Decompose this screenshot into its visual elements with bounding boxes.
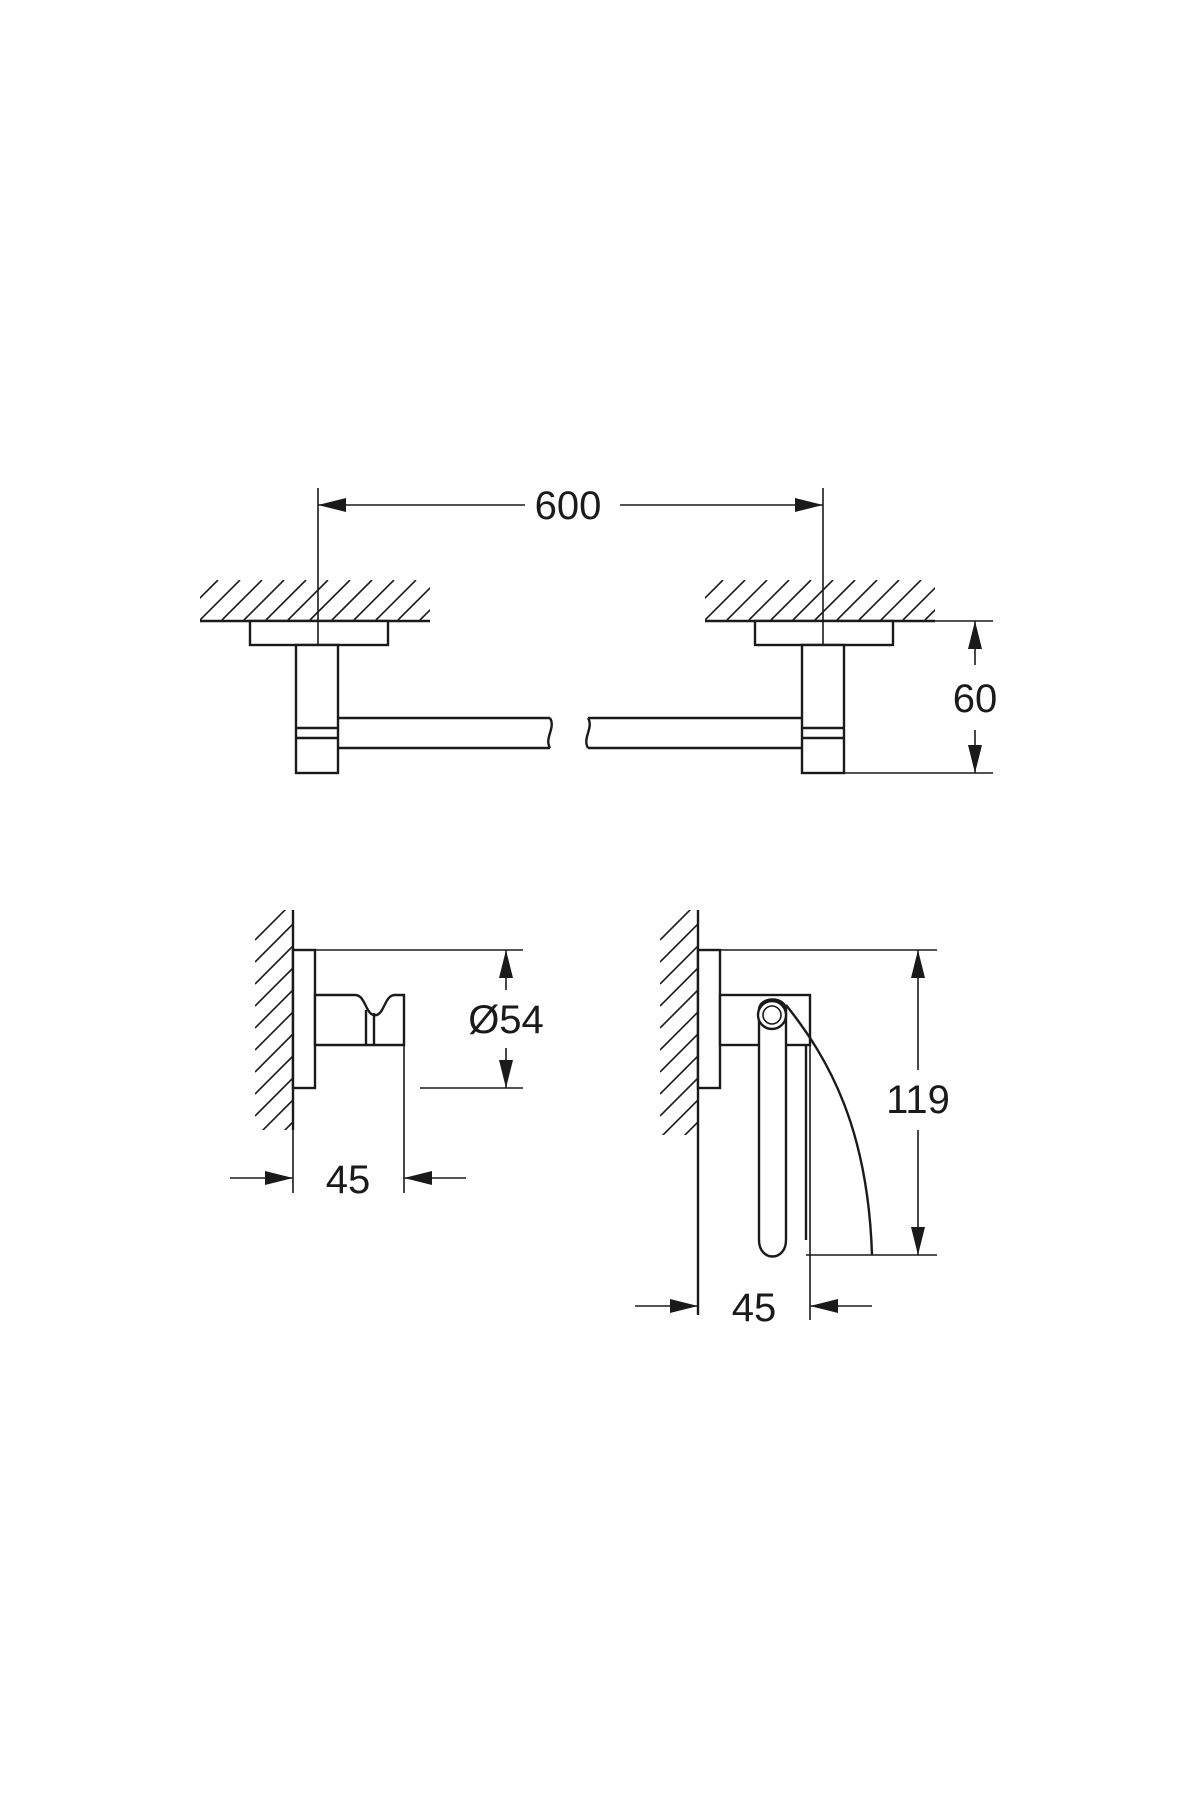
paper-holder-bar <box>757 998 788 1258</box>
height-dimension: 60 <box>844 620 998 774</box>
paper-holder-pivot <box>756 999 788 1031</box>
diameter-dimension: Ø54 <box>315 949 544 1089</box>
left-rosette <box>248 619 390 647</box>
wall-hatch-hook <box>255 910 293 1130</box>
left-bracket <box>248 619 390 775</box>
left-post <box>294 643 340 775</box>
towel-bar-rod <box>338 716 802 750</box>
hook-depth-dimension-label: 45 <box>326 1158 371 1202</box>
towel-bar-view: 600 60 <box>200 484 998 775</box>
right-post <box>800 643 846 775</box>
paper-holder-view: 119 45 <box>635 910 950 1330</box>
hook-rosette <box>291 948 317 1090</box>
width-dimension-label: 600 <box>535 484 602 528</box>
wall-hatch-paper-holder <box>660 910 698 1135</box>
diameter-dimension-label: Ø54 <box>468 998 544 1042</box>
paper-holder-rosette <box>696 948 722 1090</box>
robe-hook-view: Ø54 45 <box>230 910 544 1202</box>
right-bracket <box>753 619 895 775</box>
height-dimension-label: 60 <box>953 677 998 721</box>
paper-holder-height-dimension-label: 119 <box>886 1078 950 1122</box>
hook-body <box>313 993 406 1047</box>
wall-hatch-right <box>705 580 935 620</box>
right-rosette <box>753 619 895 647</box>
paper-holder-depth-dimension: 45 <box>635 1045 872 1330</box>
paper-holder-depth-dimension-label: 45 <box>732 1286 777 1330</box>
paper-holder-height-dimension: 119 <box>720 949 950 1256</box>
hook-depth-dimension: 45 <box>230 1045 466 1202</box>
width-dimension: 600 <box>317 484 824 645</box>
paper-holder-flap <box>785 1004 874 1256</box>
wall-hatch-left <box>200 580 430 620</box>
